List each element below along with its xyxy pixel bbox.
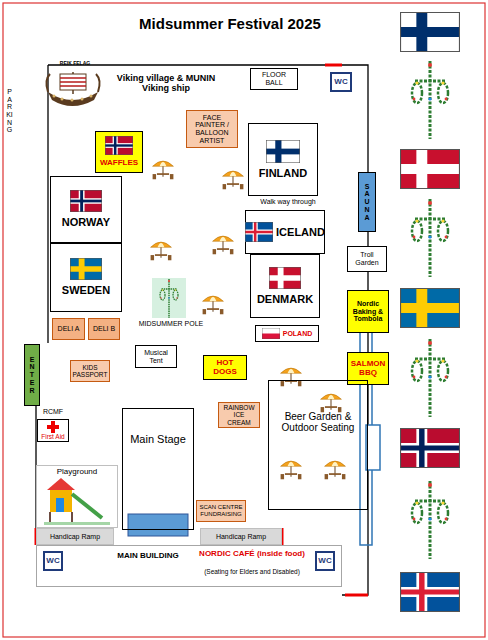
- toilet-box: WC: [330, 72, 352, 92]
- node-text: NORWAY: [62, 216, 110, 228]
- flag-icon: [400, 428, 460, 468]
- node-text: SALMON BBQ: [350, 360, 386, 378]
- sauna-box: SAUNA: [358, 172, 376, 232]
- building-box: MAIN BUILDINGNORDIC CAFÉ (inside food) (S…: [36, 545, 342, 587]
- seating-area: Beer Garden & Outdoor Seating: [268, 380, 368, 510]
- node-text: WC: [318, 557, 331, 566]
- activity-box: SCAN CENTRE FUNDRAISING: [196, 500, 246, 522]
- country-pavilion: ICELAND: [245, 210, 325, 254]
- playground-box: Playground: [36, 465, 118, 528]
- map-label: PARKING: [6, 88, 13, 134]
- food-stall: HOT DOGS: [203, 355, 247, 380]
- node-text: KIDS PASSPORT: [73, 364, 108, 378]
- node-text: NORDIC CAFÉ (inside food): [167, 550, 337, 559]
- node-text: DELI A: [58, 325, 80, 333]
- country-pavilion: FINLAND: [248, 123, 318, 196]
- node-text: (Seating for Elders and Disabled): [167, 568, 337, 575]
- ramp-box: Handicap Ramp: [200, 528, 282, 545]
- country-pavilion: DENMARK: [250, 254, 320, 318]
- map-label: Viking village & MUNIN Viking ship: [104, 74, 228, 94]
- first-aid-box: RCMF First Aid: [34, 407, 72, 457]
- node-text: FLOOR BALL: [253, 71, 295, 86]
- map-title: Midsummer Festival 2025: [40, 16, 420, 33]
- node-text: ENTER: [29, 356, 36, 394]
- activity-box: FACE PAINTER / BALLOON ARTIST: [186, 110, 238, 148]
- node-text: WAFFLES: [100, 159, 138, 168]
- toilet-box: WC: [43, 551, 63, 571]
- map-label: REIK FELAG: [50, 61, 100, 67]
- country-pavilion: SWEDEN: [50, 243, 122, 312]
- entrance-box: ENTER: [24, 344, 40, 406]
- toilet-box: WC: [315, 551, 335, 571]
- node-text: Troll Garden: [350, 251, 384, 266]
- red-cross-icon: [47, 421, 59, 433]
- map-label: MIDSUMMER POLE: [134, 320, 208, 328]
- node-text: First Aid: [41, 433, 64, 440]
- node-text: POLAND: [283, 330, 313, 338]
- flag-icon: [400, 288, 460, 328]
- flag-icon: [400, 572, 460, 612]
- flag-icon: [266, 140, 300, 163]
- flag-icon: [70, 258, 102, 280]
- node-text: Beer Garden & Outdoor Seating: [271, 411, 365, 433]
- flag-icon: [269, 267, 301, 289]
- node-text: MAIN BUILDING: [103, 552, 193, 561]
- node-text: SWEDEN: [62, 284, 110, 296]
- flag-icon: [262, 328, 280, 339]
- food-stall: DELI B: [88, 318, 120, 340]
- ramp-box: Handicap Ramp: [36, 528, 114, 545]
- node-text: Playground: [57, 468, 97, 477]
- node-text: SCAN CENTRE FUNDRAISING: [199, 504, 243, 517]
- node-text: Nordic Baking & Tombola: [350, 300, 386, 323]
- flag-icon: [105, 136, 133, 155]
- food-stall: WAFFLES: [95, 131, 143, 173]
- node-text: HOT DOGS: [206, 359, 244, 377]
- node-text: FINLAND: [259, 167, 307, 179]
- garden-box: Troll Garden: [347, 246, 387, 272]
- node-text: Musical Tent: [138, 349, 174, 364]
- first-aid-sign: First Aid: [37, 419, 68, 442]
- food-stall: RAINBOW ICE CREAM: [218, 402, 260, 428]
- node-text: WC: [334, 78, 347, 87]
- stage-box: Main Stage: [122, 408, 194, 530]
- node-text: WC: [46, 557, 59, 566]
- activity-box: KIDS PASSPORT: [70, 360, 110, 382]
- flag-icon: [70, 190, 102, 212]
- map-label: Walk way through: [250, 198, 326, 206]
- node-text: FACE PAINTER / BALLOON ARTIST: [189, 114, 235, 145]
- node-text: RCMF: [43, 408, 63, 416]
- node-text: Main Stage: [130, 433, 186, 445]
- node-text: Handicap Ramp: [216, 533, 266, 541]
- node-text: ICELAND: [276, 226, 325, 238]
- node-text: DELI B: [93, 325, 115, 333]
- country-pavilion: POLAND: [255, 325, 319, 342]
- food-stall: Nordic Baking & Tombola: [347, 290, 389, 333]
- node-text: SAUNA: [364, 183, 371, 221]
- food-stall: DELI A: [52, 318, 85, 340]
- flag-icon: [400, 149, 460, 189]
- country-pavilion: NORWAY: [50, 176, 122, 243]
- flag-icon: [245, 222, 273, 242]
- node-text: Handicap Ramp: [50, 533, 100, 541]
- node-text: RAINBOW ICE CREAM: [221, 404, 257, 425]
- node-text: DENMARK: [257, 293, 313, 305]
- tent-box: Musical Tent: [135, 345, 177, 368]
- flag-icon: [400, 12, 460, 52]
- activity-box: FLOOR BALL: [250, 68, 298, 90]
